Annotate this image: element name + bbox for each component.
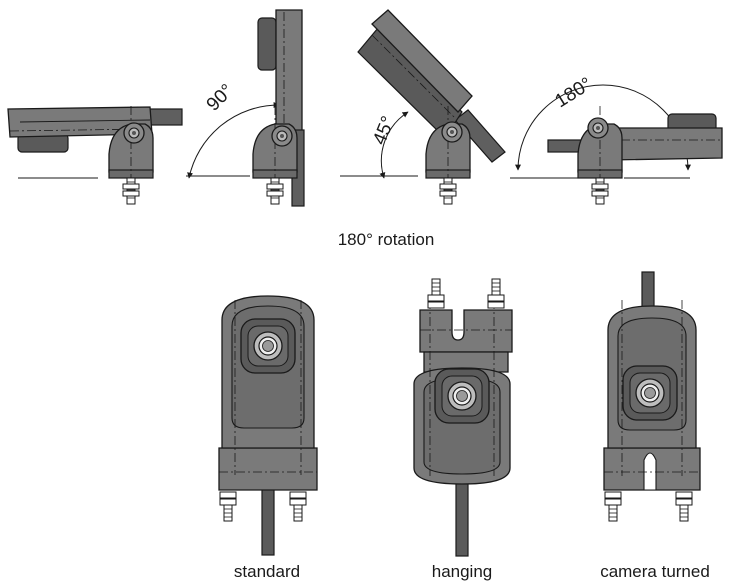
side-view-180-degree	[510, 84, 723, 205]
side-view-90-degree	[186, 9, 305, 207]
front-view-camera-turned	[603, 271, 701, 522]
side-view-horizontal	[7, 105, 183, 205]
front-view-hanging	[413, 278, 513, 557]
label-hanging: hanging	[432, 562, 493, 581]
angle-label-90: 90°	[203, 80, 238, 115]
side-view-45-degree	[340, 9, 506, 205]
rotation-caption: 180° rotation	[338, 230, 435, 249]
front-view-standard	[218, 295, 318, 556]
angle-label-180: 180°	[552, 74, 596, 113]
label-camera-turned: camera turned	[600, 562, 710, 581]
label-standard: standard	[234, 562, 300, 581]
angle-label-45: 45°	[369, 113, 399, 148]
